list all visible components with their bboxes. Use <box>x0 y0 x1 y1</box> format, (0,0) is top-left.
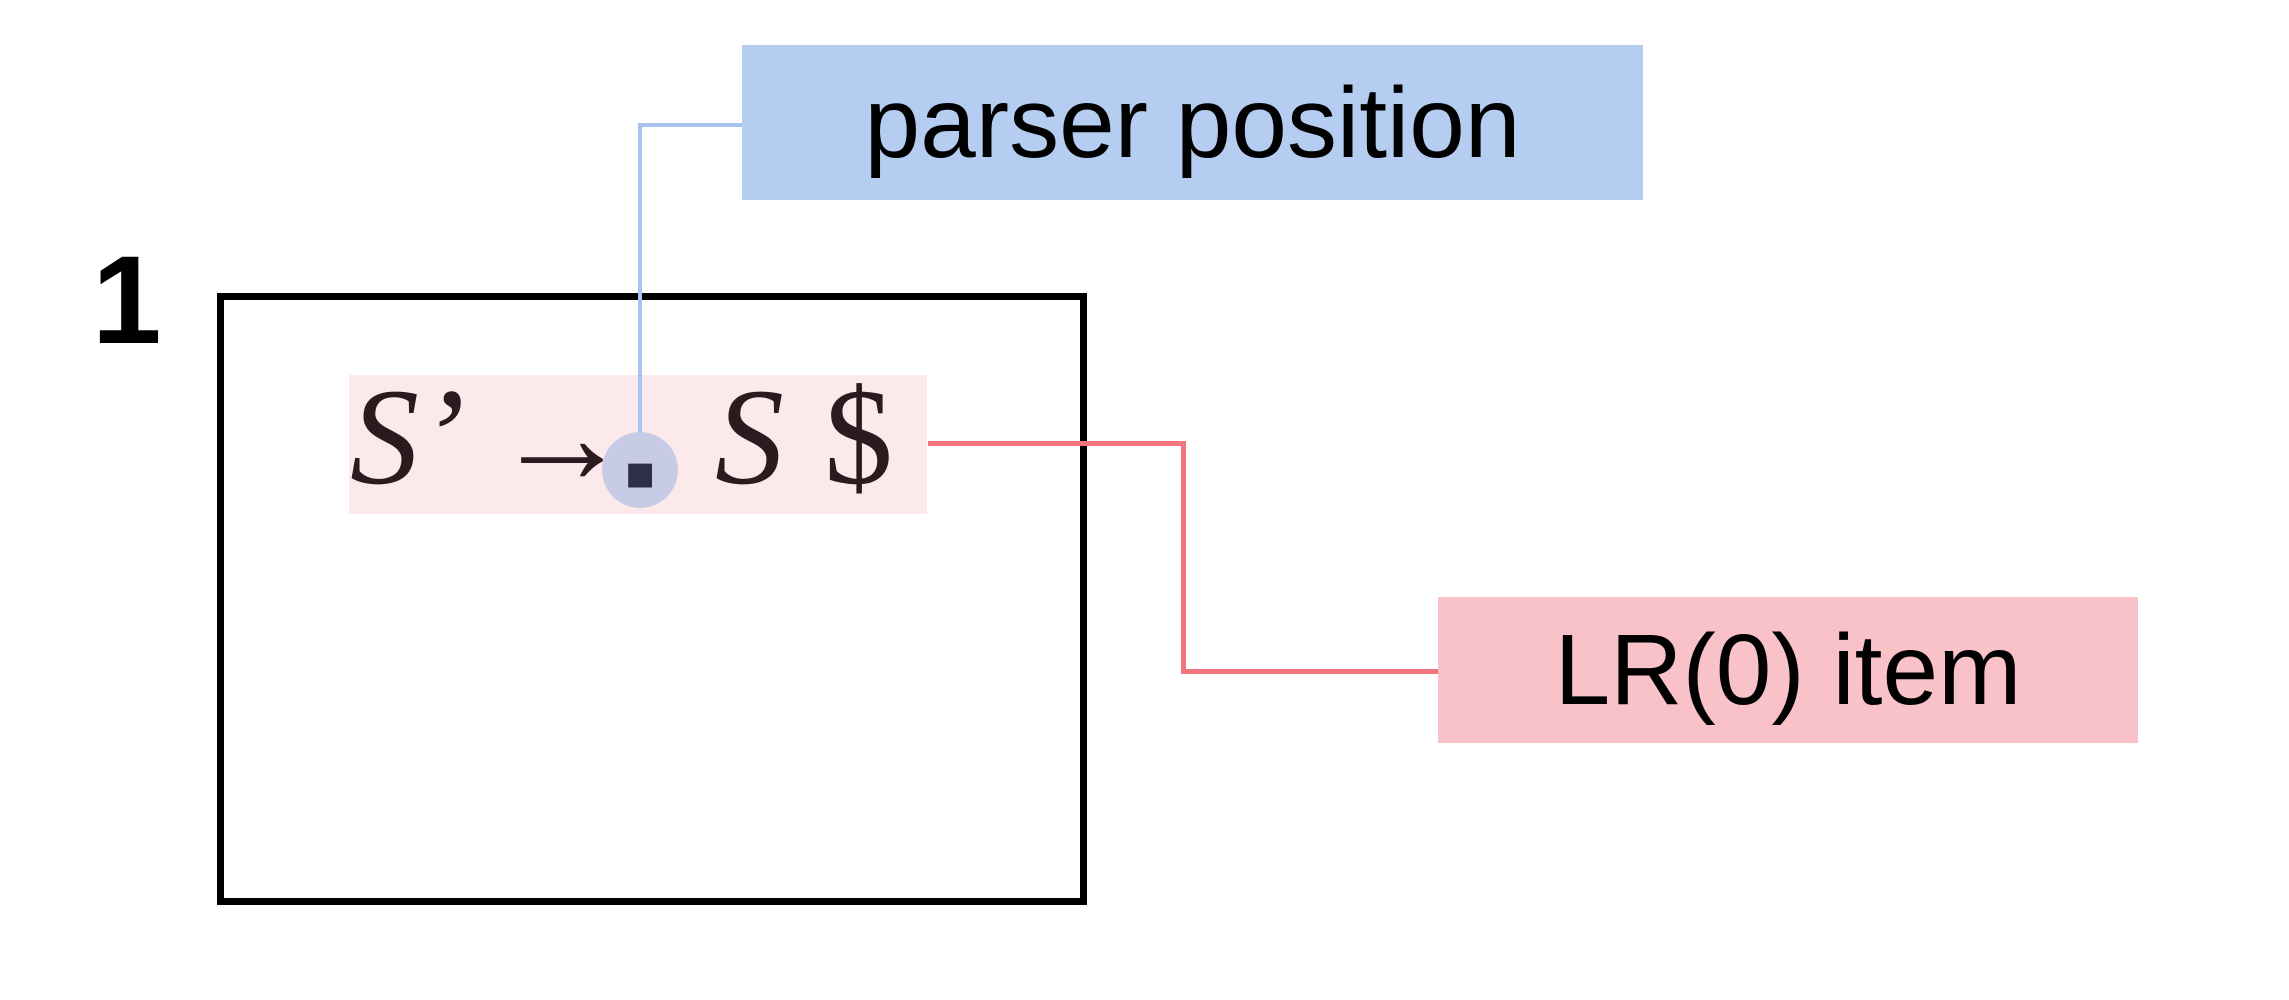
parser-position-connector-horizontal <box>638 123 742 127</box>
parser-position-callout: parser position <box>742 45 1643 200</box>
lr0-item-connector-upper-horizontal <box>928 441 1185 446</box>
parser-position-connector-vertical <box>638 123 642 470</box>
lr0-item-connector-vertical <box>1181 441 1186 674</box>
lr0-item-connector-lower-horizontal <box>1181 669 1438 674</box>
dot-icon: ▪ <box>623 444 657 500</box>
production-rhs-symbol: S <box>714 360 784 513</box>
state-box <box>217 293 1087 905</box>
lr0-item-label: LR(0) item <box>1554 614 2022 726</box>
parser-position-marker: ▪ <box>602 432 678 508</box>
state-number: 1 <box>92 231 162 370</box>
production-lhs: S’ <box>350 360 465 513</box>
lr0-item-callout: LR(0) item <box>1438 597 2138 743</box>
parser-position-label: parser position <box>864 66 1521 179</box>
production-end-marker: $ <box>823 360 893 513</box>
